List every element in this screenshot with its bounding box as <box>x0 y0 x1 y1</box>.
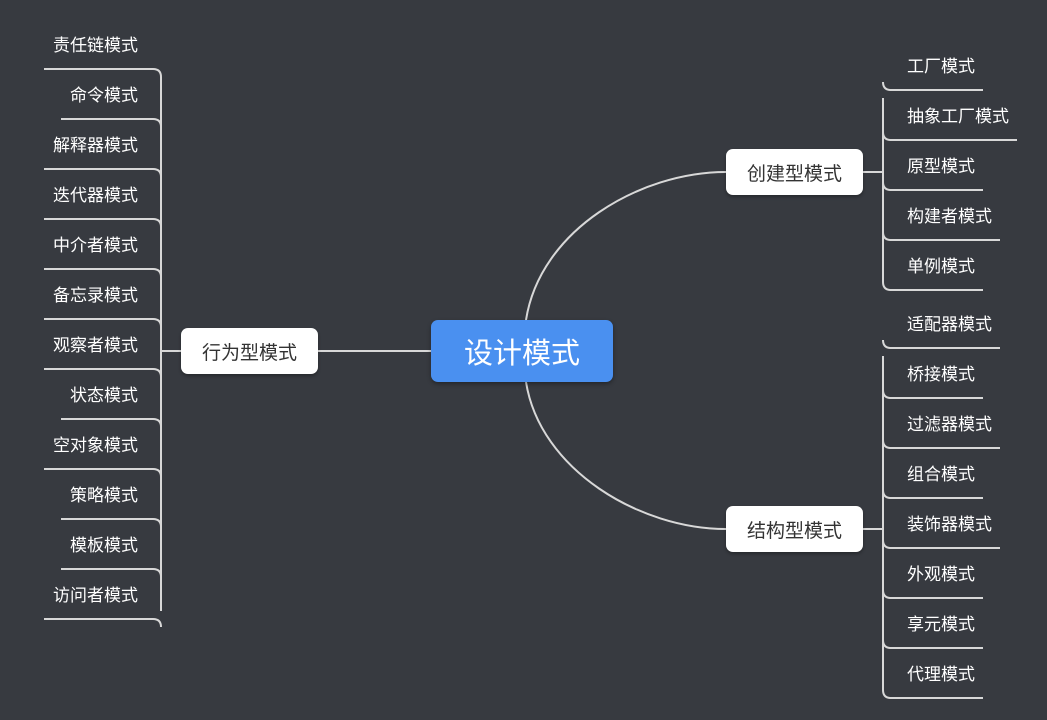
link-structural-item-5 <box>882 589 983 599</box>
leaf-structural-5[interactable]: 外观模式 <box>907 565 975 585</box>
link-structural-item-0 <box>882 339 1000 349</box>
link-creational-item-2 <box>882 181 983 191</box>
branch-behavioral-label: 行为型模式 <box>201 341 297 364</box>
link-behavioral-item-11 <box>44 618 162 628</box>
leaf-structural-0[interactable]: 适配器模式 <box>907 315 992 335</box>
link-behavioral-item-0 <box>44 68 162 78</box>
link-behavioral-item-3 <box>44 218 162 228</box>
link-behavioral-item-4 <box>44 268 162 278</box>
link-creational-item-0 <box>882 81 983 91</box>
leaf-behavioral-10[interactable]: 模板模式 <box>70 536 138 556</box>
link-structural-item-6 <box>882 639 983 649</box>
leaf-creational-3[interactable]: 构建者模式 <box>907 207 992 227</box>
leaf-creational-1[interactable]: 抽象工厂模式 <box>907 107 1009 127</box>
branch-structural[interactable]: 结构型模式 <box>726 506 863 552</box>
leaf-creational-4[interactable]: 单例模式 <box>907 257 975 277</box>
root-node[interactable]: 设计模式 <box>431 320 613 382</box>
link-root-structural <box>525 381 727 530</box>
leaf-structural-2[interactable]: 过滤器模式 <box>907 415 992 435</box>
leaf-creational-2[interactable]: 原型模式 <box>907 157 975 177</box>
leaf-behavioral-11[interactable]: 访问者模式 <box>53 586 138 606</box>
leaf-behavioral-9[interactable]: 策略模式 <box>70 486 138 506</box>
link-behavioral-item-1 <box>61 118 162 128</box>
link-structural-item-7 <box>882 689 983 699</box>
link-root-creational <box>525 171 727 321</box>
branch-structural-label: 结构型模式 <box>746 519 842 542</box>
leaf-creational-0[interactable]: 工厂模式 <box>907 57 975 77</box>
leaf-behavioral-2[interactable]: 解释器模式 <box>53 136 138 156</box>
leaf-behavioral-3[interactable]: 迭代器模式 <box>53 186 138 206</box>
link-behavioral-item-2 <box>44 168 162 178</box>
link-structural-item-3 <box>882 489 983 499</box>
link-behavioral-item-7 <box>61 418 162 428</box>
leaf-behavioral-1[interactable]: 命令模式 <box>70 86 138 106</box>
link-structural-item-4 <box>882 539 1000 549</box>
leaf-structural-7[interactable]: 代理模式 <box>907 665 975 685</box>
link-behavioral-item-10 <box>61 568 162 578</box>
leaf-behavioral-6[interactable]: 观察者模式 <box>53 336 138 356</box>
link-structural-item-2 <box>882 439 1000 449</box>
leaf-behavioral-7[interactable]: 状态模式 <box>70 386 138 406</box>
leaf-structural-1[interactable]: 桥接模式 <box>907 365 975 385</box>
leaf-structural-3[interactable]: 组合模式 <box>907 465 975 485</box>
leaf-behavioral-0[interactable]: 责任链模式 <box>53 36 138 56</box>
link-structural-item-1 <box>882 389 983 399</box>
link-creational-item-1 <box>882 131 1017 141</box>
branch-behavioral[interactable]: 行为型模式 <box>181 328 318 374</box>
leaf-structural-6[interactable]: 享元模式 <box>907 615 975 635</box>
link-behavioral-item-9 <box>61 518 162 528</box>
link-creational-item-4 <box>882 281 983 291</box>
link-creational-item-3 <box>882 231 1000 241</box>
leaf-behavioral-4[interactable]: 中介者模式 <box>53 236 138 256</box>
leaf-behavioral-5[interactable]: 备忘录模式 <box>53 286 138 306</box>
link-behavioral-item-5 <box>44 318 162 328</box>
root-label: 设计模式 <box>463 336 580 370</box>
leaf-behavioral-8[interactable]: 空对象模式 <box>53 436 138 456</box>
link-behavioral-item-6 <box>44 368 162 378</box>
link-behavioral-item-8 <box>44 468 162 478</box>
leaf-structural-4[interactable]: 装饰器模式 <box>907 515 992 535</box>
branch-creational[interactable]: 创建型模式 <box>726 149 863 195</box>
branch-creational-label: 创建型模式 <box>746 162 842 185</box>
